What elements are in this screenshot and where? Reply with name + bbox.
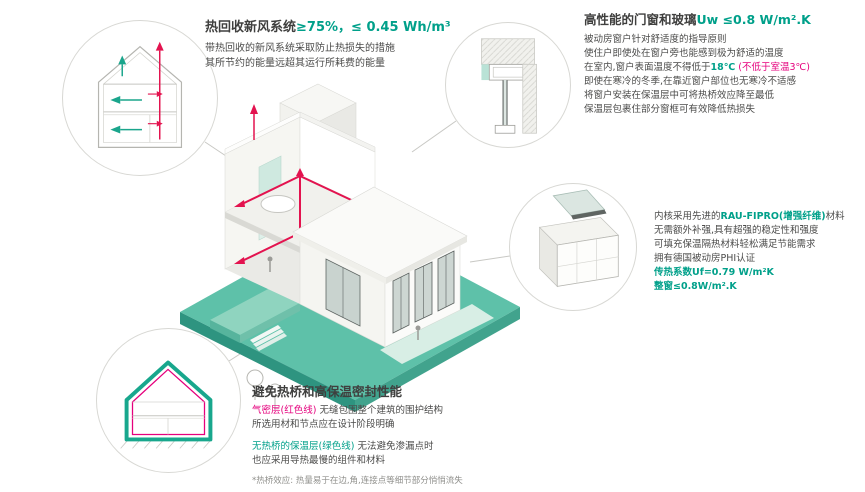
ventilation-line2: 其所节约的能量远超其运行所耗费的能量 [205, 58, 385, 69]
thermal-p2-label: 无热桥的保温层(绿色线) [252, 441, 355, 452]
ventilation-block: 热回收新风系统≥75%，≤ 0.45 Wh/m³ 带热回收的新风系统采取防止热损… [205, 20, 463, 71]
installation-detail-circle [445, 22, 571, 148]
house-thermal-envelope-illustration [120, 360, 213, 449]
profile-line3: 可填充保温隔热材料轻松满足节能需求 [654, 239, 816, 250]
profile-line2: 无需额外补强,具有超强的稳定性和强度 [654, 225, 819, 236]
windows-title-prefix: 高性能的门窗和玻璃 [584, 12, 697, 27]
windows-line6: 保温层包裹住部分窗框可有效降低热损失 [584, 104, 756, 115]
house-section-ventilation-illustration [97, 41, 183, 148]
ventilation-line1: 带热回收的新风系统采取防止热损失的措施 [205, 43, 395, 54]
windows-line3-temp: 18℃ [710, 62, 736, 73]
windows-block: 高性能的门窗和玻璃Uw ≤0.8 W/m².K 被动房窗户针对舒适度的指导原则 … [584, 12, 858, 117]
thermal-footnote: *热桥效应: 热量易于在边,角,连接点等细节部分悄悄流失 [252, 476, 463, 486]
windows-line5: 将窗户安装在保温层中可将热桥效应降至最低 [584, 90, 775, 101]
thermal-p2-line2: 也应采用导热最慢的组件和材料 [252, 455, 386, 466]
ventilation-title: 热回收新风系统≥75%，≤ 0.45 Wh/m³ [205, 20, 463, 36]
ventilation-title-prefix: 热回收新风系统 [205, 20, 297, 35]
windows-line3-note: (不低于室温3℃) [735, 62, 810, 73]
terrace-figure [415, 325, 421, 340]
profile-block: 内核采用先进的RAU-FIPRO(增强纤维)材料 无需额外补强,具有超强的稳定性… [654, 210, 862, 294]
profile-detail-circle [509, 183, 637, 311]
window-frame-profile-illustration [538, 189, 620, 288]
thermal-paragraph-1: 气密层(红色线) 无缝包围整个建筑的围护结构 所选用材和节点应在设计阶段明确 [252, 404, 564, 432]
passive-house-isometric-cutaway [180, 83, 520, 412]
thermal-paragraph-2: 无热桥的保温层(绿色线) 无法避免渗漏点时 也应采用导热最慢的组件和材料 [252, 440, 564, 468]
thermal-title: 避免热桥和高保温密封性能 [252, 384, 403, 399]
ventilation-title-value: ≥75%，≤ 0.45 Wh/m³ [296, 20, 451, 35]
profile-line1-post: 材料 [825, 211, 845, 222]
profile-line1: 内核采用先进的RAU-FIPRO(增强纤维)材料 [654, 210, 862, 224]
profile-line4: 拥有德国被动房PHI认证 [654, 253, 756, 264]
profile-uw-value: 整窗≤0.8W/m².K [654, 281, 737, 292]
windows-line4: 即使在寒冷的冬季,在靠近窗户部位也无寒冷不适感 [584, 76, 797, 87]
trees [246, 369, 282, 410]
thermal-detail-circle [96, 328, 241, 473]
profile-uf-value: 传热系数Uf=0.79 W/m²K [654, 267, 774, 278]
profile-line1-highlight: RAU-FIPRO(增强纤维) [720, 211, 826, 222]
windows-line3-pre: 在室内,窗户表面温度不得低于 [584, 62, 711, 73]
ventilation-detail-circle [62, 20, 218, 176]
thermal-block: 避免热桥和高保温密封性能 气密层(红色线) 无缝包围整个建筑的围护结构 所选用材… [252, 384, 564, 487]
thermal-p1-label: 气密层(红色线) [252, 405, 317, 416]
thermal-p1-text: 无缝包围整个建筑的围护结构 [316, 405, 443, 416]
glazed-volume [292, 186, 468, 348]
windows-line3: 在室内,窗户表面温度不得低于18℃ (不低于室温3℃) [584, 61, 858, 75]
windows-title-value: Uw ≤0.8 W/m².K [696, 12, 811, 27]
thermal-p1-line2: 所选用材和节点应在设计阶段明确 [252, 419, 395, 430]
windows-line1: 被动房窗户针对舒适度的指导原则 [584, 34, 727, 45]
window-installation-illustration [481, 38, 537, 134]
windows-line2: 使住户即使处在窗户旁也能感到极为舒适的温度 [584, 48, 784, 59]
thermal-p2-text: 无法避免渗漏点时 [354, 441, 434, 452]
profile-line1-pre: 内核采用先进的 [654, 211, 721, 222]
windows-title: 高性能的门窗和玻璃Uw ≤0.8 W/m².K [584, 12, 858, 27]
